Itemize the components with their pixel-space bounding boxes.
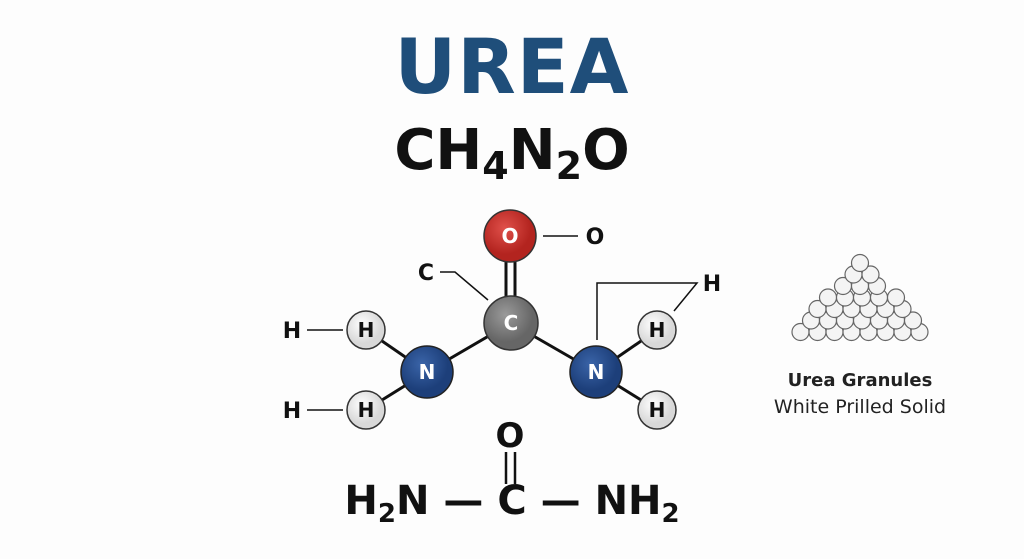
svg-text:O: O	[501, 224, 518, 248]
carbon-atom: C	[483, 295, 539, 351]
svg-text:H: H	[649, 398, 666, 422]
structural-bond: —	[540, 478, 581, 524]
callout-lines	[307, 235, 699, 411]
structural-oxygen: O	[496, 416, 525, 456]
oxygen-atom: O	[483, 209, 537, 263]
formula-o: O	[582, 118, 630, 183]
callout-o: O	[586, 225, 605, 250]
granules-subtitle: White Prilled Solid	[773, 396, 947, 418]
structural-h-sub: 2	[377, 499, 396, 529]
structural-bond: —	[443, 478, 484, 524]
granule	[850, 253, 870, 273]
formula-n: N	[508, 118, 556, 183]
callout-h-left-bottom: H	[283, 399, 301, 424]
structural-formula: H2N — C — NH2	[0, 478, 1024, 529]
granule	[903, 311, 923, 330]
hydrogen-atom: H	[346, 390, 386, 430]
svg-text:N: N	[419, 360, 436, 384]
structural-c: C	[497, 478, 527, 524]
svg-text:C: C	[504, 311, 519, 335]
granule	[818, 288, 838, 307]
granule	[886, 288, 906, 307]
hydrogen-atom: H	[346, 310, 386, 350]
molecular-formula: CH4N2O	[0, 118, 1024, 188]
structural-nh-sub: 2	[661, 499, 680, 529]
structural-nh: NH	[594, 478, 662, 524]
urea-granules-illustration	[791, 253, 929, 342]
granules-title: Urea Granules	[787, 370, 933, 391]
callout-h-left-top: H	[283, 319, 301, 344]
formula-n-sub: 2	[555, 144, 583, 188]
callout-h-right: H	[703, 272, 721, 297]
hydrogen-atom: H	[637, 390, 677, 430]
structural-h: H	[344, 478, 378, 524]
formula-h-sub: 4	[482, 144, 509, 188]
svg-text:H: H	[358, 318, 375, 342]
structural-n: N	[395, 478, 430, 524]
svg-text:H: H	[358, 398, 375, 422]
page-title: UREA	[394, 22, 630, 111]
granule	[861, 265, 880, 284]
svg-text:H: H	[649, 318, 666, 342]
nitrogen-atom-right: N	[569, 345, 623, 399]
formula-c: C	[394, 118, 436, 183]
hydrogen-atom: H	[637, 310, 677, 350]
callout-c: C	[418, 261, 434, 286]
nitrogen-atom-left: N	[400, 345, 454, 399]
formula-h: H	[435, 118, 483, 183]
svg-text:N: N	[588, 360, 605, 384]
